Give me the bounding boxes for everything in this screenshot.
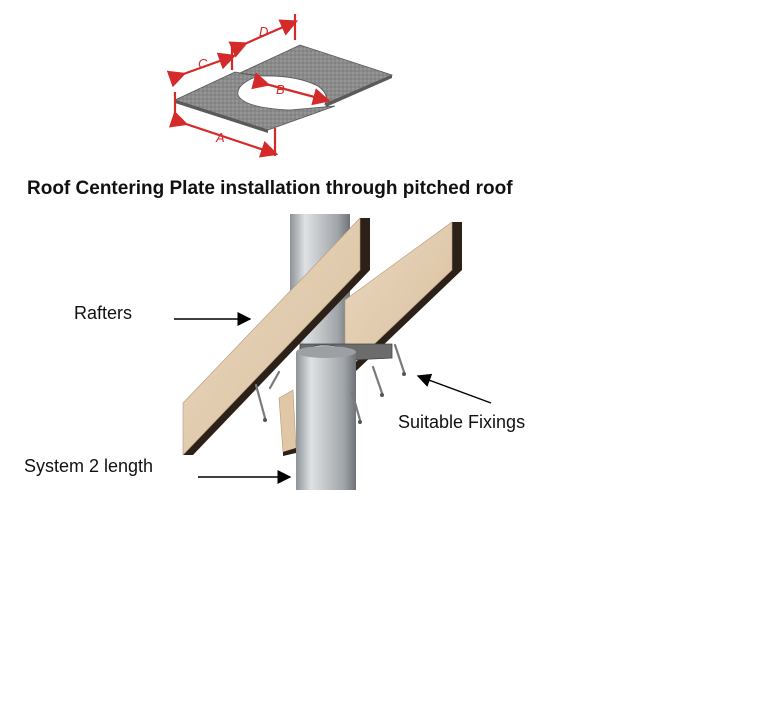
label-fixings: Suitable Fixings xyxy=(398,412,526,432)
pipe-lower xyxy=(296,352,356,490)
dimension-label-a: A xyxy=(216,130,225,145)
diagram-title: Roof Centering Plate installation throug… xyxy=(27,178,513,199)
dimension-lines xyxy=(166,14,331,158)
rafter-stub xyxy=(278,389,297,456)
dimension-label-d: D xyxy=(259,24,269,39)
label-rafters: Rafters xyxy=(74,303,133,323)
dimension-label-b: B xyxy=(276,82,285,97)
fixings xyxy=(254,343,406,422)
rafter-front xyxy=(182,217,370,456)
label-pipe: System 2 length xyxy=(24,456,154,476)
dimension-label-c: C xyxy=(198,56,208,71)
callout-arrows xyxy=(174,312,492,484)
